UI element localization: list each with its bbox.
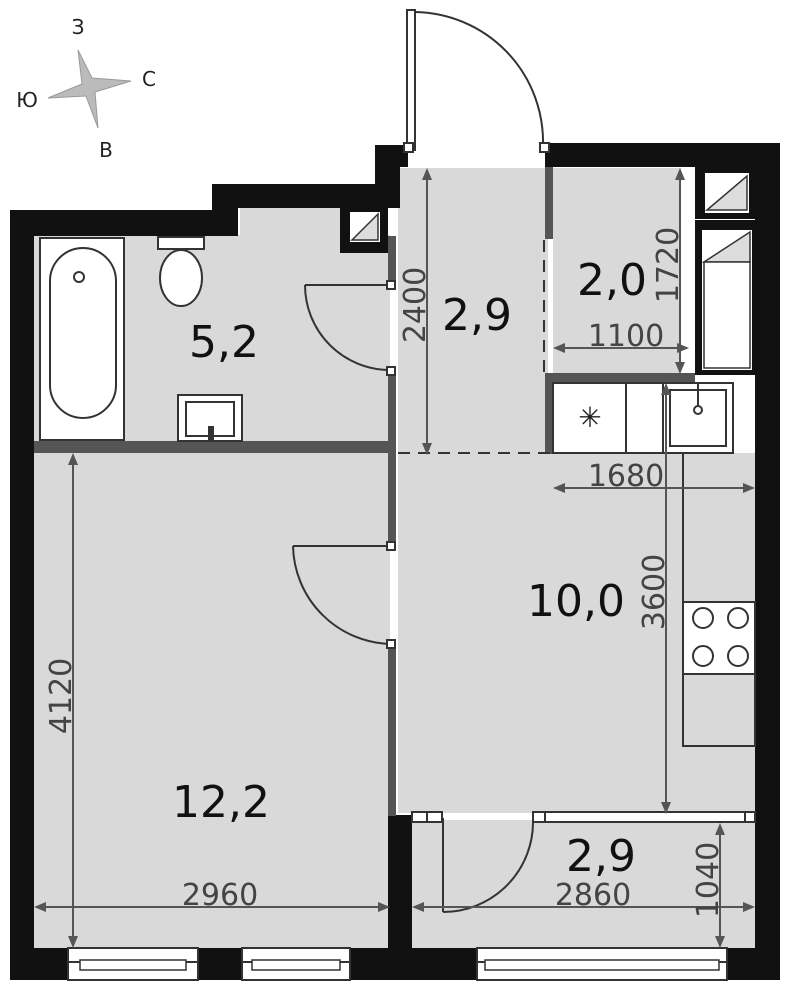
compass-star-icon bbox=[47, 49, 132, 129]
storage-height-dim: 1720 bbox=[651, 227, 686, 303]
ventilation-shafts bbox=[340, 167, 755, 375]
bathroom-area: 5,2 bbox=[189, 317, 259, 368]
bathroom-door-swing bbox=[304, 284, 391, 371]
doors bbox=[292, 9, 756, 913]
bedroom-area: 12,2 bbox=[172, 777, 270, 828]
bathroom-fixtures bbox=[39, 236, 243, 442]
storage-area: 2,0 bbox=[577, 255, 647, 306]
toilet-tank bbox=[157, 236, 205, 250]
windows bbox=[67, 947, 728, 981]
entrance-door-leaf bbox=[406, 9, 416, 151]
balcony-width-dim: 2860 bbox=[555, 878, 631, 913]
hall-height-dim: 2400 bbox=[398, 267, 433, 343]
bedroom-height-dim: 4120 bbox=[44, 658, 79, 734]
dimension-lines bbox=[34, 168, 755, 948]
appliance-star-icon: ✳ bbox=[578, 401, 601, 434]
storage-width-dim: 1100 bbox=[588, 319, 664, 354]
partitions bbox=[34, 167, 695, 816]
toilet-bowl bbox=[159, 249, 203, 307]
bedroom-width-dim: 2960 bbox=[182, 878, 258, 913]
kitchen-fixtures: ✳ bbox=[552, 382, 756, 747]
kitchen-area: 10,0 bbox=[527, 576, 625, 627]
kitchen-height-dim: 3600 bbox=[637, 554, 672, 630]
compass-south-label: В bbox=[99, 138, 113, 162]
balcony-area: 2,9 bbox=[566, 831, 636, 882]
entrance-door-swing bbox=[414, 11, 545, 146]
balcony-depth-dim: 1040 bbox=[691, 842, 726, 918]
compass: З С В Ю bbox=[16, 15, 156, 162]
compass-north-label: З bbox=[72, 15, 85, 39]
compass-east-label: С bbox=[142, 67, 156, 91]
bathtub-drain-icon bbox=[73, 271, 85, 283]
hall-area: 2,9 bbox=[442, 290, 512, 341]
compass-west-label: Ю bbox=[16, 88, 38, 112]
bedroom-door-swing bbox=[292, 545, 393, 645]
kitchen-width-dim: 1680 bbox=[588, 459, 664, 494]
